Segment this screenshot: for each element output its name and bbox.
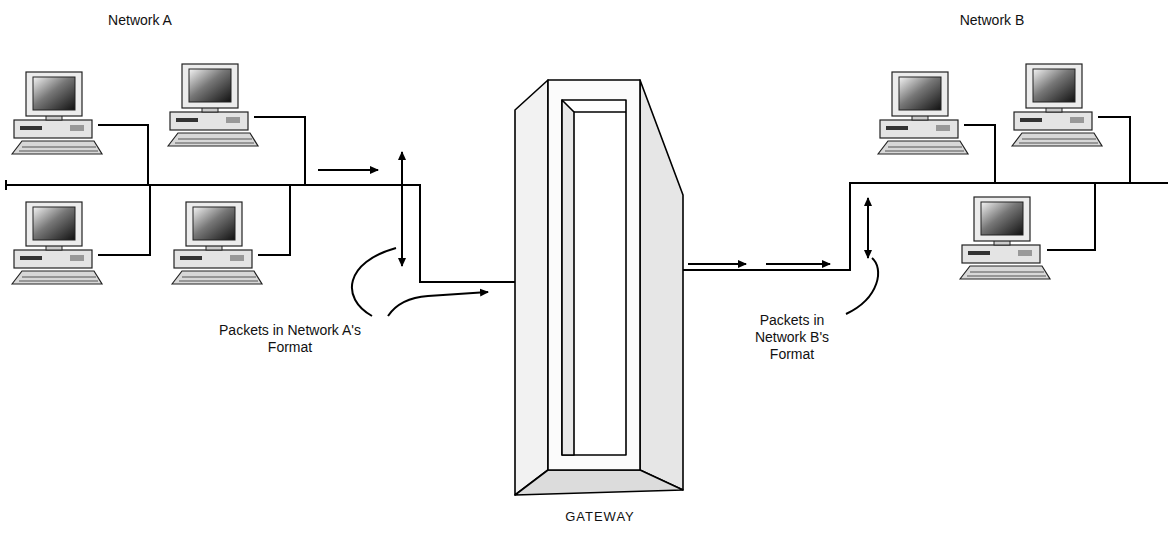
network-name: Network A — [80, 12, 200, 29]
packet-format-note: Packets in Network B's Format — [738, 312, 846, 363]
network-name: Network B — [932, 12, 1052, 29]
gateway-slab — [500, 60, 700, 530]
gateway-device: GATEWAY — [500, 60, 700, 530]
device-name: GATEWAY — [565, 509, 635, 530]
packet-format-note: Packets in Network A's Format — [205, 322, 375, 356]
